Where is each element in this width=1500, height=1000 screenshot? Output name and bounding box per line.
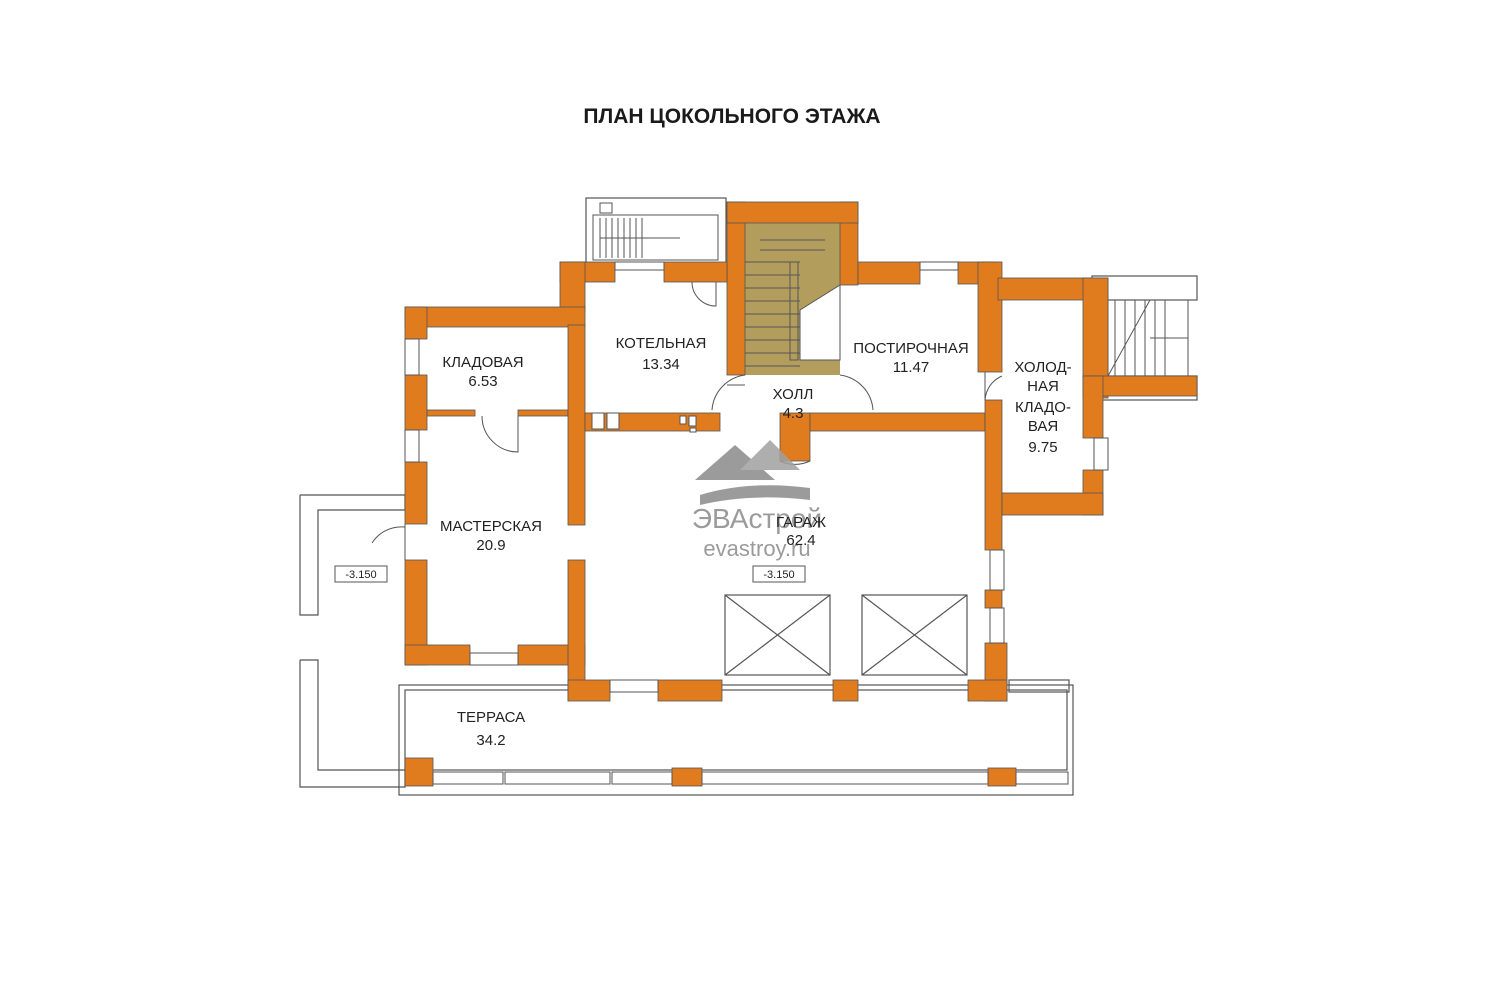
level-marker-left: -3.150	[334, 565, 388, 583]
page-title: ПЛАН ЦОКОЛЬНОГО ЭТАЖА	[583, 105, 881, 128]
room-area: 6.53	[468, 373, 497, 390]
room-name: ПОСТИРОЧНАЯ	[853, 340, 968, 357]
watermark-site: evastroy.ru	[703, 536, 810, 561]
room-cold-storage: ХОЛОД- НАЯ КЛАДО- ВАЯ 9.75	[1014, 359, 1071, 456]
boiler-equipment	[591, 412, 697, 433]
watermark-brand: ЭВАстрой	[692, 503, 822, 534]
room-name-line: ХОЛОД-	[1014, 359, 1071, 376]
room-name: МАСТЕРСКАЯ	[440, 518, 542, 535]
stair-main	[745, 223, 841, 375]
stair-right	[1107, 299, 1189, 377]
room-area: 13.34	[642, 356, 680, 373]
level-marker-garage: -3.150	[752, 565, 806, 583]
room-hall: ХОЛЛ 4.3	[773, 386, 814, 422]
room-area: 20.9	[476, 537, 505, 554]
room-name: КОТЕЛЬНАЯ	[616, 335, 707, 352]
room-area: 62.4	[786, 532, 815, 549]
room-area: 34.2	[476, 732, 505, 749]
garage-pits	[724, 594, 968, 676]
room-name: ГАРАЖ	[776, 514, 826, 531]
windows	[404, 261, 1109, 785]
room-name-line: ВАЯ	[1028, 418, 1058, 435]
room-name: ХОЛЛ	[773, 386, 814, 403]
watermark: ЭВАстрой evastroy.ru	[692, 440, 822, 561]
room-laundry: ПОСТИРОЧНАЯ 11.47	[853, 340, 968, 376]
walls	[404, 201, 1198, 787]
room-garage: ГАРАЖ 62.4	[776, 514, 826, 549]
room-boiler: КОТЕЛЬНАЯ 13.34	[616, 335, 707, 373]
room-pantry: КЛАДОВАЯ 6.53	[442, 354, 523, 390]
room-name: ТЕРРАСА	[457, 709, 525, 726]
room-area: 11.47	[893, 359, 929, 376]
room-area: 4.3	[783, 405, 804, 422]
room-name-line: НАЯ	[1027, 378, 1059, 395]
house-logo-icon	[695, 440, 810, 505]
room-name-line: КЛАДО-	[1015, 399, 1071, 416]
svg-text:-3.150: -3.150	[345, 569, 376, 581]
stair-top-left	[592, 202, 719, 261]
room-workshop: МАСТЕРСКАЯ 20.9	[440, 518, 542, 554]
room-area: 9.75	[1028, 439, 1057, 456]
room-terrace: ТЕРРАСА 34.2	[457, 709, 525, 749]
room-name: КЛАДОВАЯ	[442, 354, 523, 371]
svg-text:-3.150: -3.150	[763, 569, 794, 581]
